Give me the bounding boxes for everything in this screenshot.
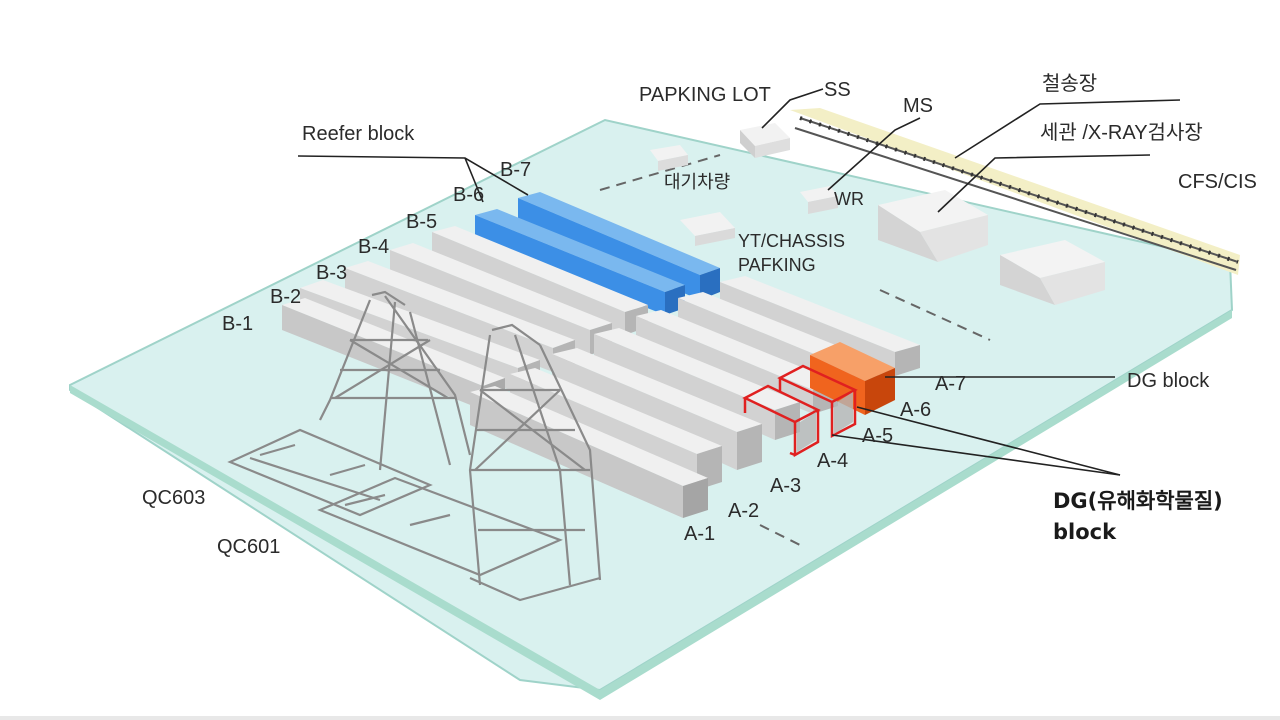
label-a7: A-7 [935,373,966,395]
label-dg-hazard-block: block [1053,520,1117,544]
label-b7: B-7 [500,159,531,181]
label-a6: A-6 [900,399,931,421]
label-wr: WR [834,189,864,209]
building-cfs [1000,240,1105,305]
leader-steel [954,99,1181,159]
block-b6 [475,209,685,315]
label-b1: B-1 [222,313,253,335]
label-dg-hazard: DG(유해화학물질) [1053,489,1223,513]
label-steel-yard: 철송장 [1042,72,1097,95]
dashed-road-line [599,154,721,191]
label-customs: 세관 /X-RAY검사장 [1040,121,1203,144]
label-a1: A-1 [684,523,715,545]
block-row-a [470,276,920,518]
building-yt [680,212,735,246]
label-a5: A-5 [862,425,893,447]
label-b5: B-5 [406,211,437,233]
label-ss: SS [824,79,851,101]
quay-crane-qc601 [317,323,602,602]
label-yt-parking: PAFKING [738,255,816,275]
label-dg-block: DG block [1127,370,1210,392]
leader-ss [761,88,824,129]
leader-customs [937,154,1151,213]
label-reefer-block: Reefer block [302,123,415,145]
bottom-bar [0,716,1280,720]
building-customs [878,190,988,262]
leader-ms [827,117,921,191]
label-qc601: QC601 [217,536,280,558]
leader-dg-hazard [856,406,1121,476]
label-ms: MS [903,95,933,117]
label-a4: A-4 [817,450,848,472]
dashed-road-line [879,289,991,341]
label-waiting-vehicle: 대기차량 [664,172,730,192]
label-parking-lot: PAPKING LOT [639,84,771,106]
label-qc603: QC603 [142,487,205,509]
leader-dg-hazard [831,434,1121,476]
label-a3: A-3 [770,475,801,497]
dg-hazard-outline-2 [777,364,858,439]
rail-track [790,108,1240,275]
label-yt-chassis: YT/CHASSIS [738,231,845,251]
label-b2: B-2 [270,286,301,308]
building-waiting [650,145,688,171]
dg-hazard-grey-face [797,412,816,452]
label-a2: A-2 [728,500,759,522]
label-b3: B-3 [316,262,347,284]
building-ss [740,123,790,158]
dg-hazard-grey-face [834,392,853,434]
leader-lines [297,88,1181,476]
dashed-road-line [759,524,801,546]
label-cfs-cis: CFS/CIS [1178,171,1257,193]
label-b6: B-6 [453,184,484,206]
label-b4: B-4 [358,236,389,258]
dg-hazard-outline-1 [742,384,821,458]
